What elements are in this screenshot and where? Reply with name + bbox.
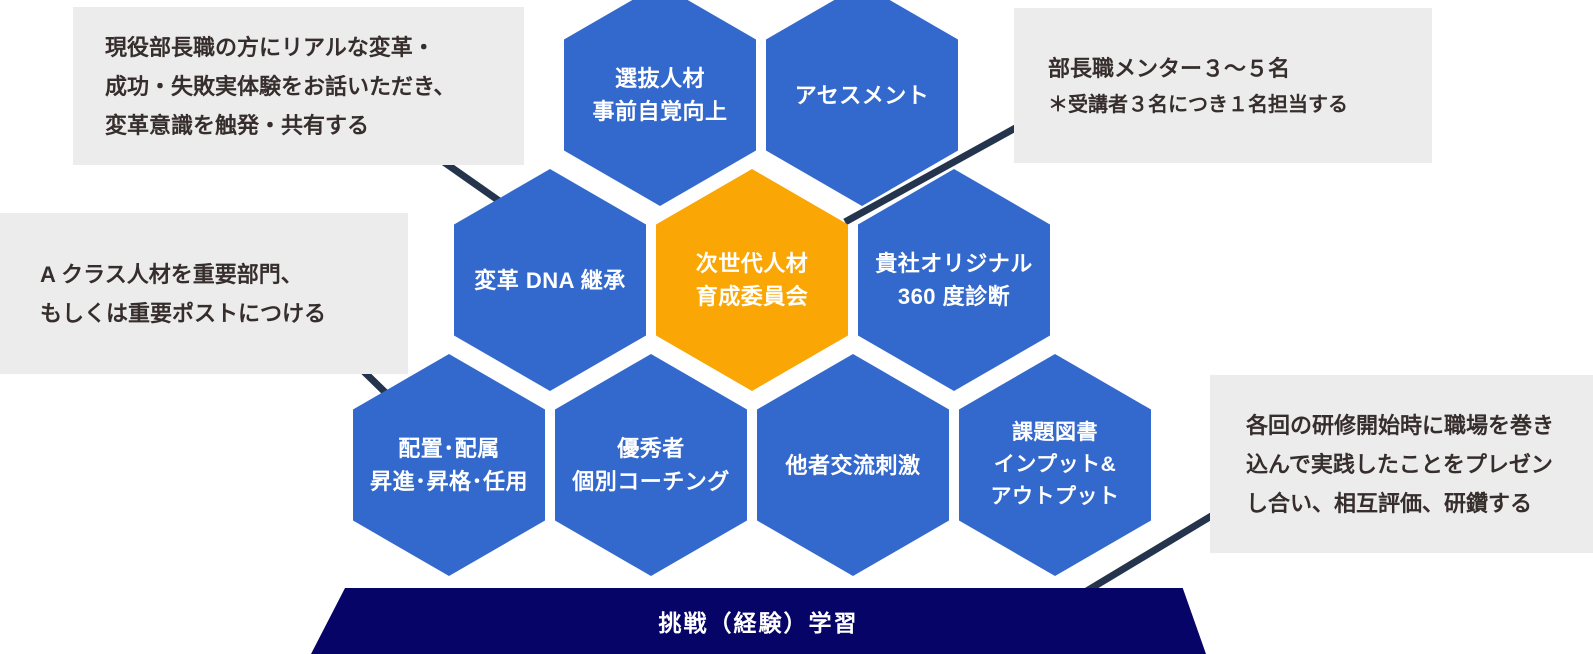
hexagon-label: 他者交流刺激 bbox=[785, 452, 921, 478]
base-trapezoid-keiken-gakushu: 挑戦（経験）学習 bbox=[311, 588, 1206, 654]
annotation-text: 変革意識を触発・共有する bbox=[105, 112, 370, 138]
hexagon-label: インプット& bbox=[993, 453, 1117, 476]
hexagon-label: アセスメント bbox=[794, 82, 930, 108]
hexagon-label: 優秀者 bbox=[617, 436, 685, 461]
hexagon-yushusha-coaching: 優秀者 個別コーチング bbox=[555, 354, 747, 576]
annotation-text: A クラス人材を重要部門、 bbox=[40, 261, 303, 287]
hexagon-kadai-tosho: 課題図書 インプット& アウトプット bbox=[959, 354, 1151, 576]
hexagon-haichi-haizoku: 配置･配属 昇進･昇格･任用 bbox=[353, 354, 545, 576]
annotation-note: ＊受講者３名につき１名担当する bbox=[1048, 94, 1348, 116]
hexagon-senbatsu-jinzai: 選抜人材 事前自覚向上 bbox=[564, 0, 756, 206]
hexagon-label: 貴社オリジナル bbox=[875, 251, 1033, 276]
annotation-title: 部長職メンター３～５名 bbox=[1048, 56, 1291, 81]
hexagon-tasha-koryu: 他者交流刺激 bbox=[757, 354, 949, 576]
hexagon-center-committee: 次世代人材 育成委員会 bbox=[656, 169, 848, 391]
hexagon-label: 選抜人材 bbox=[614, 66, 705, 91]
hexagon-label: 配置･配属 bbox=[398, 436, 500, 461]
hexagon-original-360: 貴社オリジナル 360 度診断 bbox=[858, 169, 1050, 391]
hexagon-label: 課題図書 bbox=[1012, 421, 1098, 444]
annotation-text: もしくは重要ポストにつける bbox=[40, 300, 327, 326]
connector-line-center-to-topright bbox=[843, 116, 1032, 226]
annotation-text: し合い、相互評価、研鑽する bbox=[1246, 490, 1533, 516]
connector-line-base-to-bottomright bbox=[1083, 509, 1220, 595]
annotation-text: 込んで実践したことをプレゼン bbox=[1246, 451, 1553, 477]
hexagon-label: 360 度診断 bbox=[897, 284, 1011, 309]
hexagon-label: 変革 DNA 継承 bbox=[474, 267, 626, 293]
base-label: 挑戦（経験）学習 bbox=[658, 610, 859, 636]
annotation-top-left: 現役部長職の方にリアルな変革・ 成功・失敗実体験をお話いただき、 変革意識を触発… bbox=[73, 7, 524, 165]
hexagon-label: 育成委員会 bbox=[695, 284, 809, 309]
hexagon-henkaku-dna: 変革 DNA 継承 bbox=[454, 169, 646, 391]
annotation-mid-left: A クラス人材を重要部門、 もしくは重要ポストにつける bbox=[0, 213, 408, 374]
annotation-text: 各回の研修開始時に職場を巻き bbox=[1246, 412, 1555, 438]
hexagon-label: 昇進･昇格･任用 bbox=[369, 469, 528, 494]
annotation-text: 成功・失敗実体験をお話いただき、 bbox=[105, 73, 456, 99]
annotation-top-right: 部長職メンター３～５名 ＊受講者３名につき１名担当する bbox=[1014, 8, 1432, 163]
hexagon-label: 個別コーチング bbox=[572, 469, 730, 494]
hexagon-label: アウトプット bbox=[990, 485, 1120, 508]
annotation-text: 現役部長職の方にリアルな変革・ bbox=[105, 34, 435, 60]
annotation-bottom-right: 各回の研修開始時に職場を巻き 込んで実践したことをプレゼン し合い、相互評価、研… bbox=[1210, 375, 1593, 553]
hexagon-label: 次世代人材 bbox=[695, 251, 809, 276]
hexagon-label: 事前自覚向上 bbox=[592, 99, 728, 124]
